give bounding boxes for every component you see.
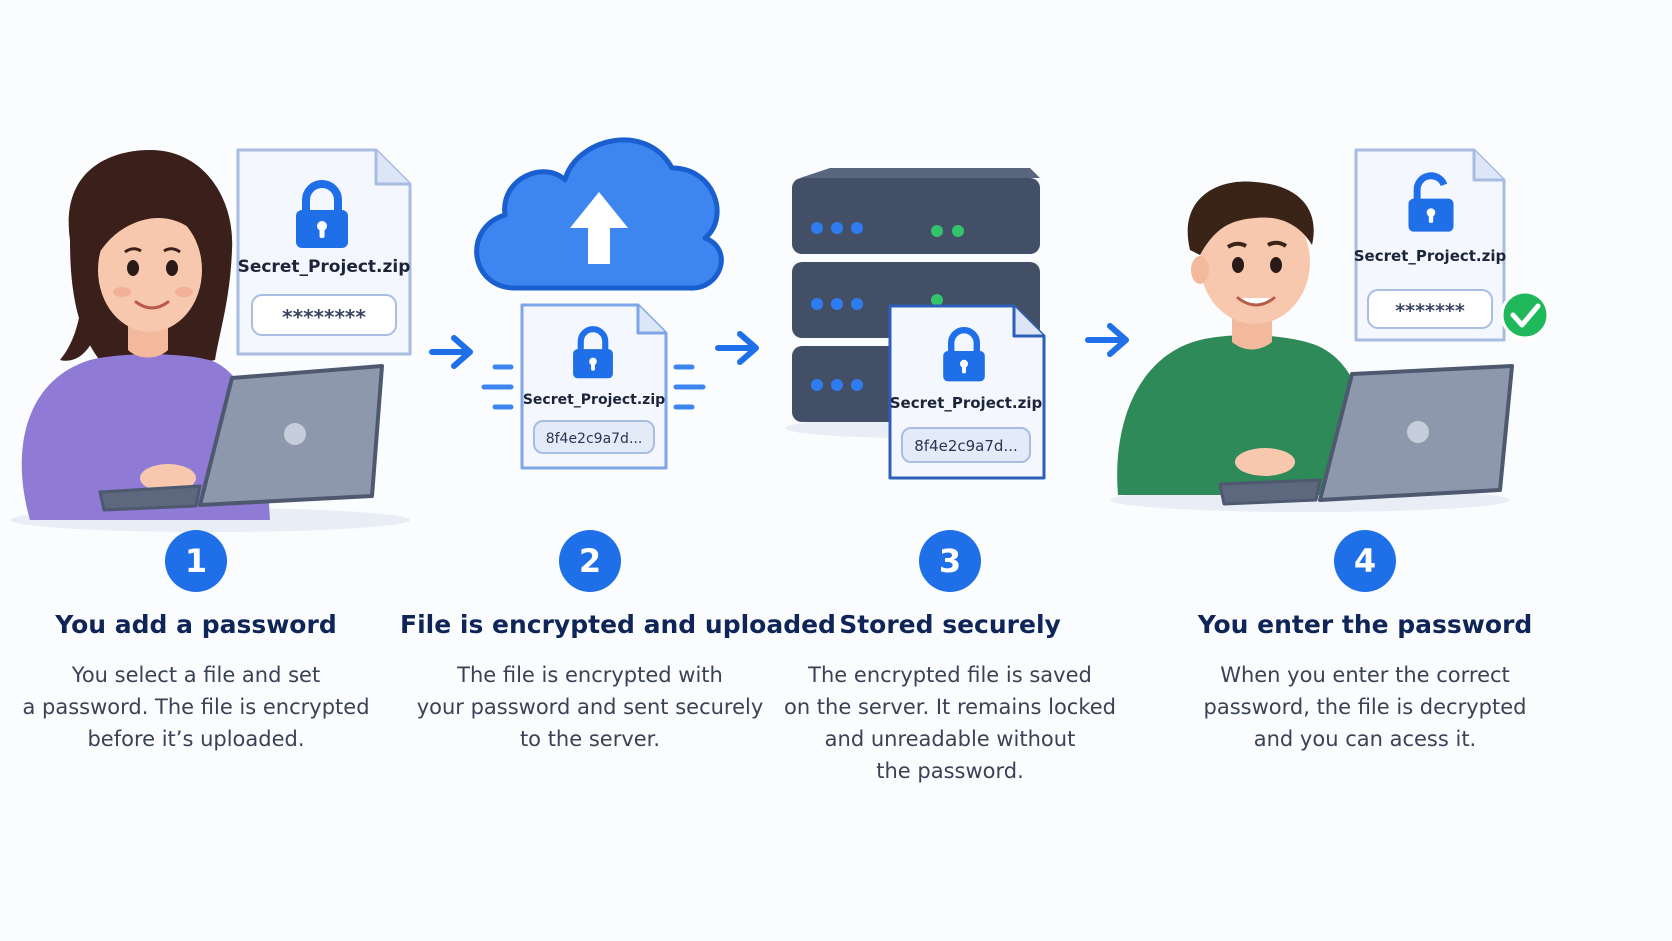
file-card-step1: Secret_Project.zip ********: [236, 148, 412, 356]
file-card-step3: Secret_Project.zip 8f4e2c9a7d...: [888, 304, 1046, 480]
laptop-icon: [1218, 364, 1514, 506]
desc-line: on the server. It remains locked: [783, 695, 1117, 719]
arrow-right-icon: [1088, 326, 1126, 354]
motion-lines: [481, 364, 706, 410]
password-mask: ********: [282, 305, 366, 329]
step-2: 2 File is encrypted and uploaded The fil…: [400, 530, 836, 755]
step-4: 4 You enter the password When you enter …: [1190, 530, 1540, 755]
password-field: [1367, 289, 1493, 329]
desc-line: You select a file and set: [71, 663, 321, 687]
desc-line: your password and sent securely: [416, 695, 764, 719]
desc-line: and unreadable without: [824, 727, 1076, 751]
desc-line: When you enter the correct: [1220, 663, 1510, 687]
step-3: 3 Stored securely The encrypted file is …: [780, 530, 1120, 787]
file-hash: 8f4e2c9a7d...: [914, 437, 1018, 455]
file-name: Secret_Project.zip: [1354, 247, 1507, 265]
desc-line: to the server.: [519, 727, 661, 751]
desc-line: The encrypted file is saved: [808, 663, 1092, 687]
step-title: File is encrypted and uploaded: [400, 610, 836, 639]
cloud-upload-icon: [474, 137, 724, 291]
file-name: Secret_Project.zip: [238, 257, 411, 277]
password-field: [251, 294, 397, 336]
hash-field: [533, 420, 655, 454]
step-number-badge: 3: [919, 530, 981, 592]
step-description: You select a file and set a password. Th…: [16, 659, 376, 755]
arrow-right-icon: [718, 334, 756, 362]
desc-line: a password. The file is encrypted: [22, 695, 370, 719]
step-number-badge: 2: [559, 530, 621, 592]
password-mask: *******: [1395, 300, 1465, 322]
file-card-step4: Secret_Project.zip *******: [1354, 148, 1507, 342]
step-description: When you enter the correct password, the…: [1190, 659, 1540, 755]
desc-line: password, the file is decrypted: [1203, 695, 1527, 719]
checkmark-icon: [1500, 290, 1550, 340]
step-1: 1 You add a password You select a file a…: [16, 530, 376, 755]
step-title: Stored securely: [839, 610, 1061, 639]
step-title: You add a password: [55, 610, 337, 639]
woman-with-laptop: [10, 150, 410, 532]
file-name: Secret_Project.zip: [890, 394, 1043, 412]
step-description: The file is encrypted with your password…: [400, 659, 780, 755]
laptop-icon: [98, 364, 384, 512]
hash-field: [901, 427, 1031, 463]
man-with-laptop: [1110, 181, 1514, 512]
step-number-badge: 1: [165, 530, 227, 592]
file-hash: 8f4e2c9a7d...: [546, 431, 643, 447]
step-number-badge: 4: [1334, 530, 1396, 592]
step-title: You enter the password: [1197, 610, 1533, 639]
desc-line: the password.: [876, 759, 1024, 783]
desc-line: before it’s uploaded.: [87, 727, 305, 751]
arrow-right-icon: [432, 338, 470, 366]
desc-line: and you can acess it.: [1253, 727, 1477, 751]
file-name: Secret_Project.zip: [523, 392, 665, 408]
desc-line: The file is encrypted with: [457, 663, 723, 687]
file-card-step2: Secret_Project.zip 8f4e2c9a7d...: [520, 303, 668, 470]
step-description: The encrypted file is saved on the serve…: [780, 659, 1120, 787]
